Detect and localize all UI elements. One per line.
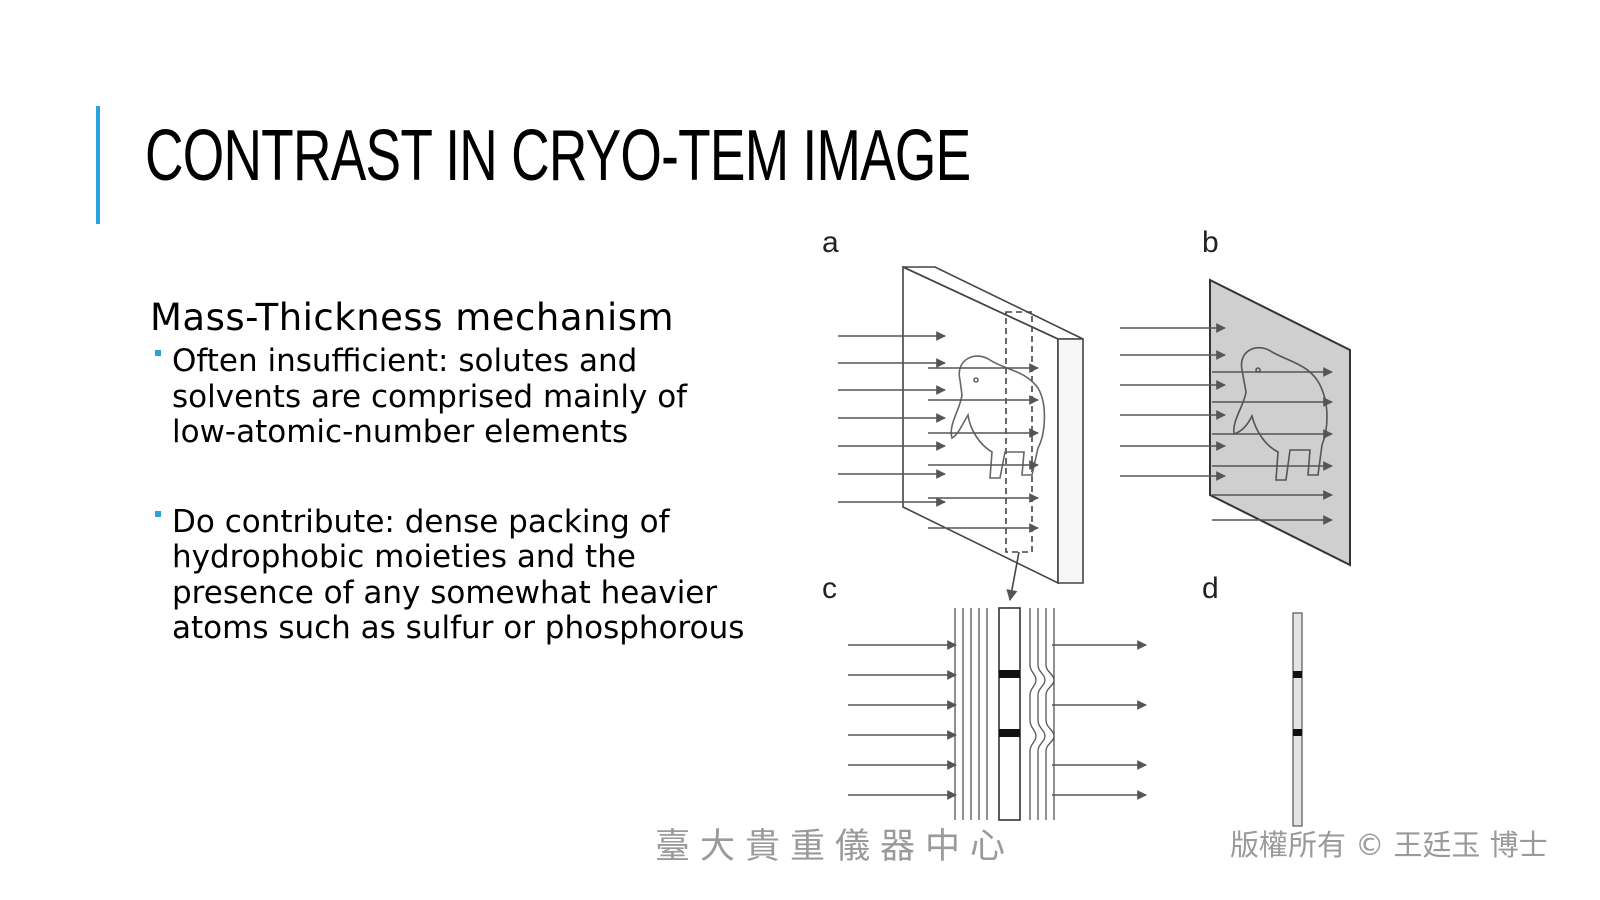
slide-title: CONTRAST IN CRYO-TEM IMAGE: [145, 116, 971, 196]
bullet-marker: [155, 350, 161, 356]
panel-a-arrows: [838, 331, 1039, 533]
bullet-marker: [155, 510, 161, 517]
title-accent-bar: [96, 106, 100, 224]
bullet-item: Often insufficient: solutes and solvents…: [155, 343, 755, 451]
panel-c-incoming-arrows: [848, 640, 957, 800]
panel-b-arrows: [1120, 323, 1333, 525]
panel-a-elephant: [950, 355, 1046, 479]
bullet-list: Often insufficient: solutes and solvents…: [155, 343, 755, 701]
bullet-item: Do contribute: dense packing of hydropho…: [155, 503, 755, 647]
panel-c-outgoing-arrows: [1052, 640, 1147, 800]
panel-label-d: d: [1202, 572, 1219, 605]
bullet-text: Do contribute: dense packing of hydropho…: [172, 503, 745, 646]
subheading: Mass-Thickness mechanism: [150, 296, 675, 339]
panel-c-wavefronts-out: [1029, 608, 1055, 820]
watermark-institute: 臺大貴重儀器中心: [655, 827, 1016, 867]
panel-d-strip: [1292, 612, 1303, 827]
panel-b-plate: [1209, 278, 1351, 567]
panel-label-a: a: [822, 226, 839, 259]
contrast-figure: a b c d: [822, 226, 1351, 827]
watermark-copyright: 版權所有 © 王廷玉 博士: [1230, 828, 1548, 862]
panel-c-wavefronts-in: [954, 608, 988, 820]
panel-label-b: b: [1202, 226, 1219, 259]
bullet-text: Often insufficient: solutes and solvents…: [172, 343, 688, 450]
panel-label-c: c: [822, 572, 837, 605]
panel-c-section: [998, 607, 1021, 821]
